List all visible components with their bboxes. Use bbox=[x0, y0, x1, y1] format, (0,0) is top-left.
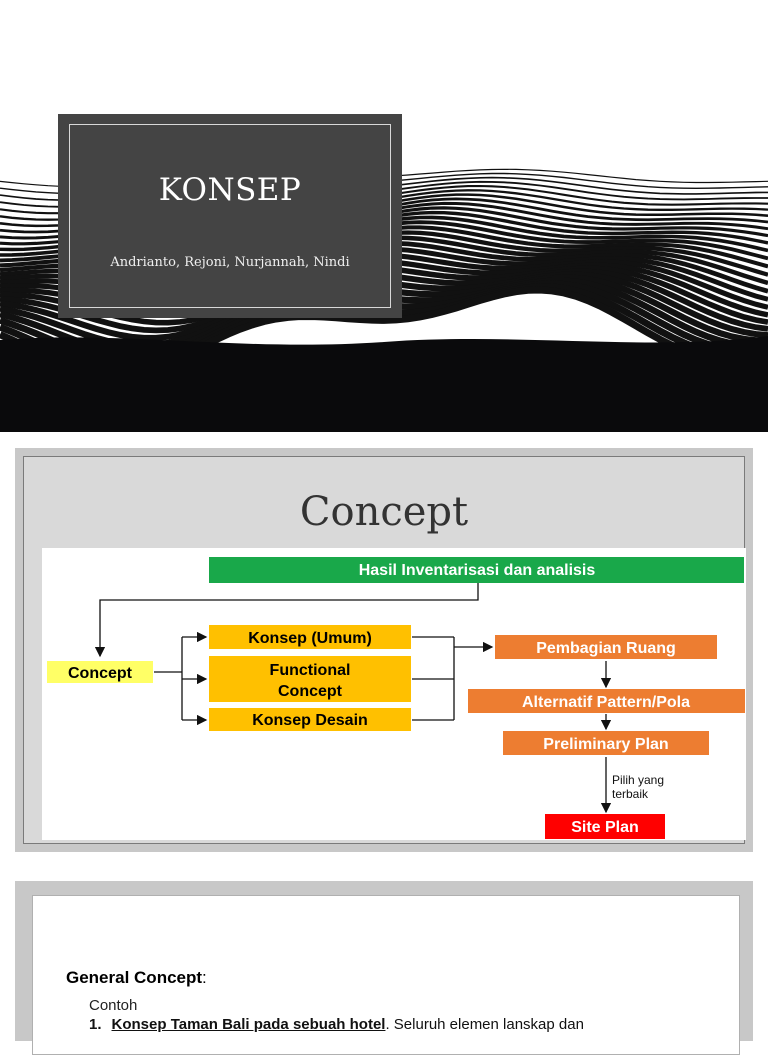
list-item: 1. Konsep Taman Bali pada sebuah hotel. S… bbox=[89, 1016, 584, 1033]
functional-label-line1: Functional bbox=[270, 662, 351, 679]
heading-colon: : bbox=[202, 968, 207, 987]
slide-title: KONSEP bbox=[158, 172, 302, 208]
concept-diagram: Hasil Inventarisasi dan analisis Concept… bbox=[42, 548, 746, 840]
general-concept-heading: General Concept: bbox=[66, 968, 207, 988]
item-title: Konsep Taman Bali pada sebuah hotel bbox=[111, 1016, 386, 1033]
concept-slide: Concept bbox=[15, 448, 753, 852]
flow-diagram: Hasil Inventarisasi dan analisis Concept… bbox=[47, 557, 745, 839]
preliminary-plan-box bbox=[503, 731, 709, 755]
heading-text: General Concept bbox=[66, 968, 203, 987]
functional-label-line2: Concept bbox=[278, 683, 343, 700]
title-card-border bbox=[69, 124, 391, 308]
hasil-box-label: Hasil Inventarisasi dan analisis bbox=[359, 562, 596, 579]
concept-slide-frame: Concept bbox=[23, 456, 746, 844]
document-page: General Concept: Contoh 1. Konsep Taman B… bbox=[32, 895, 740, 1055]
item-number: 1. bbox=[89, 1016, 102, 1033]
concept-title: Concept bbox=[299, 489, 469, 535]
pilih-label-line1: Pilih yang bbox=[612, 773, 664, 787]
connectors bbox=[94, 583, 612, 814]
pembagian-ruang-box bbox=[495, 635, 717, 659]
functional-concept-box bbox=[209, 656, 411, 702]
konsep-desain-box bbox=[209, 708, 411, 731]
title-card: KONSEP Andrianto, Rejoni, Nurjannah, Nin… bbox=[58, 114, 402, 318]
alternatif-label: Alternatif Pattern/Pola bbox=[522, 694, 690, 711]
konsep-desain-label: Konsep Desain bbox=[252, 712, 368, 729]
site-plan-box bbox=[545, 814, 665, 839]
alternatif-box bbox=[468, 689, 745, 713]
title-slide: KONSEP Andrianto, Rejoni, Nurjannah, Nin… bbox=[0, 0, 768, 432]
hasil-box bbox=[209, 557, 744, 583]
konsep-umum-label: Konsep (Umum) bbox=[248, 630, 372, 647]
site-plan-label: Site Plan bbox=[571, 819, 639, 836]
preliminary-plan-label: Preliminary Plan bbox=[543, 736, 668, 753]
authors: Andrianto, Rejoni, Nurjannah, Nindi bbox=[110, 255, 350, 270]
pilih-label-line2: terbaik bbox=[612, 787, 649, 801]
example-label: Contoh bbox=[89, 997, 138, 1014]
concept-box bbox=[47, 661, 153, 683]
general-concept-slide: General Concept: Contoh 1. Konsep Taman B… bbox=[15, 881, 753, 1055]
concept-box-label: Concept bbox=[68, 665, 133, 682]
pembagian-ruang-label: Pembagian Ruang bbox=[536, 640, 676, 657]
konsep-umum-box bbox=[209, 625, 411, 649]
item-text: . Seluruh elemen lanskap dan bbox=[385, 1016, 584, 1033]
